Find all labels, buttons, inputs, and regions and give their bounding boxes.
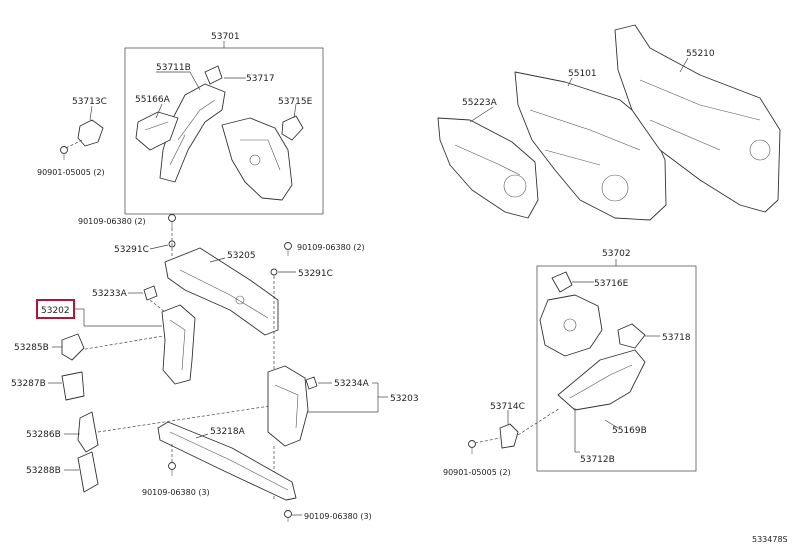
label-53287B[interactable]: 53287B: [11, 379, 46, 389]
part-53715E[interactable]: [281, 115, 304, 141]
bolt-90109-06380-b[interactable]: [284, 242, 292, 257]
part-55101[interactable]: [514, 71, 667, 221]
clip-53291C-b[interactable]: [270, 268, 278, 276]
label-55169B[interactable]: 55169B: [612, 426, 647, 436]
part-53286B[interactable]: [77, 411, 99, 453]
label-53203[interactable]: 53203: [390, 394, 419, 404]
part-53716E[interactable]: [551, 271, 573, 293]
part-53718[interactable]: [617, 323, 646, 349]
label-90901-05005-bot[interactable]: 90901-05005 (2): [443, 468, 511, 477]
label-90901-05005-top[interactable]: 90901-05005 (2): [37, 168, 105, 177]
part-53288B[interactable]: [77, 451, 99, 493]
bolt-90109-06380-a[interactable]: [168, 214, 176, 229]
label-53202[interactable]: 53202: [41, 306, 70, 316]
diagram-code: 533478S: [752, 535, 788, 544]
label-53218A[interactable]: 53218A: [210, 427, 246, 437]
part-55169B[interactable]: [557, 349, 646, 411]
label-53711B[interactable]: 53711B: [156, 63, 191, 73]
part-53701-apron[interactable]: [221, 117, 293, 201]
part-53713C[interactable]: [77, 119, 104, 147]
bolt-90901-05005-bot[interactable]: [468, 440, 476, 455]
label-90109-06380-a[interactable]: 90109-06380 (2): [78, 217, 146, 226]
part-53702-apron[interactable]: [539, 294, 603, 357]
label-90109-06380-d[interactable]: 90109-06380 (3): [304, 512, 372, 521]
part-53714C[interactable]: [499, 423, 519, 449]
label-53714C[interactable]: 53714C: [490, 402, 525, 412]
label-90109-06380-c[interactable]: 90109-06380 (3): [142, 488, 210, 497]
label-53291C-b[interactable]: 53291C: [298, 269, 333, 279]
label-55223A[interactable]: 55223A: [462, 98, 498, 108]
label-55101[interactable]: 55101: [568, 69, 597, 79]
label-53234A[interactable]: 53234A: [334, 379, 370, 389]
part-53234A[interactable]: [305, 376, 318, 390]
label-53701[interactable]: 53701: [211, 32, 240, 42]
label-53717[interactable]: 53717: [246, 74, 275, 84]
label-55166A[interactable]: 55166A: [135, 95, 171, 105]
label-53716E[interactable]: 53716E: [594, 279, 629, 289]
bolt-90109-06380-d[interactable]: [284, 510, 292, 523]
label-53718[interactable]: 53718: [662, 333, 691, 343]
part-53202[interactable]: [161, 304, 196, 385]
bolt-90109-06380-c[interactable]: [168, 462, 176, 477]
part-53205[interactable]: [164, 247, 279, 336]
label-53291C-a[interactable]: 53291C: [114, 245, 149, 255]
part-53717[interactable]: [204, 65, 223, 85]
part-55223A[interactable]: [437, 117, 539, 219]
label-53713C[interactable]: 53713C: [72, 97, 107, 107]
part-53287B[interactable]: [61, 371, 85, 401]
part-53233A[interactable]: [143, 285, 158, 301]
group-box-53702: [536, 265, 697, 472]
label-53712B[interactable]: 53712B: [580, 455, 615, 465]
label-53285B[interactable]: 53285B: [14, 343, 49, 353]
label-53286B[interactable]: 53286B: [26, 430, 61, 440]
label-53288B[interactable]: 53288B: [26, 466, 61, 476]
label-55210[interactable]: 55210: [686, 49, 715, 59]
part-53218A[interactable]: [157, 421, 297, 501]
part-53203[interactable]: [267, 365, 309, 447]
label-53702[interactable]: 53702: [602, 249, 631, 259]
part-55210[interactable]: [614, 24, 781, 213]
part-53285B[interactable]: [61, 333, 85, 361]
label-90109-06380-b[interactable]: 90109-06380 (2): [297, 243, 365, 252]
label-53715E[interactable]: 53715E: [278, 97, 313, 107]
label-53205[interactable]: 53205: [227, 251, 256, 261]
part-55166A[interactable]: [135, 111, 179, 151]
label-53233A[interactable]: 53233A: [92, 289, 128, 299]
bolt-90901-05005-top[interactable]: [60, 146, 68, 161]
